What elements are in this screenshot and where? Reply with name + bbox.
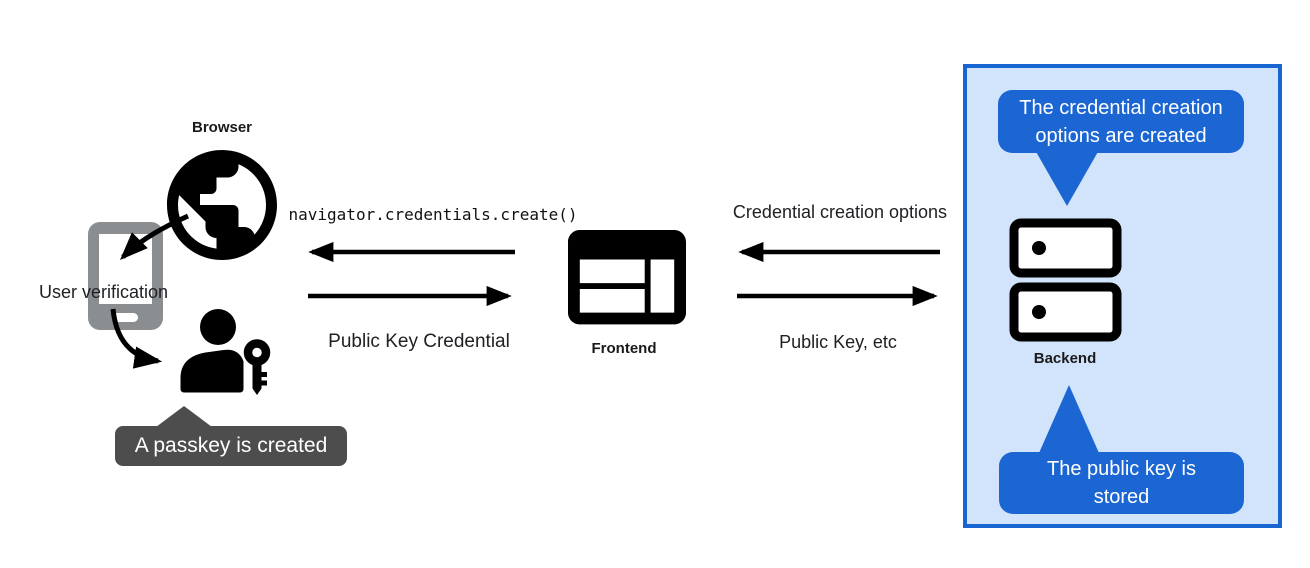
passkey-tooltip-pointer <box>156 406 212 427</box>
credential-creation-options-label: Credential creation options <box>732 202 948 222</box>
arrow-phone-to-user <box>110 308 163 369</box>
frontend-label: Frontend <box>591 340 657 357</box>
globe-icon <box>167 150 277 260</box>
passkey-tooltip: A passkey is created <box>115 426 347 466</box>
person-key-icon <box>180 309 271 395</box>
browser-label: Browser <box>191 119 253 136</box>
user-verification-label: User verification <box>39 282 169 302</box>
arrow-globe-to-phone <box>120 213 190 260</box>
public-key-stored-bubble: The public key is stored <box>999 452 1244 514</box>
browser-window-icon <box>568 230 686 325</box>
public-key-etc-label: Public Key, etc <box>779 332 897 352</box>
create-call-label: navigator.credentials.create() <box>288 205 578 224</box>
backend-label: Backend <box>1033 350 1097 367</box>
stored-bubble-pointer <box>1039 385 1099 453</box>
options-created-bubble: The credential creation options are crea… <box>998 90 1244 153</box>
smartphone-icon <box>88 222 163 330</box>
server-icon <box>1009 218 1122 342</box>
options-bubble-pointer <box>1035 150 1099 206</box>
public-key-credential-label: Public Key Credential <box>328 331 510 352</box>
